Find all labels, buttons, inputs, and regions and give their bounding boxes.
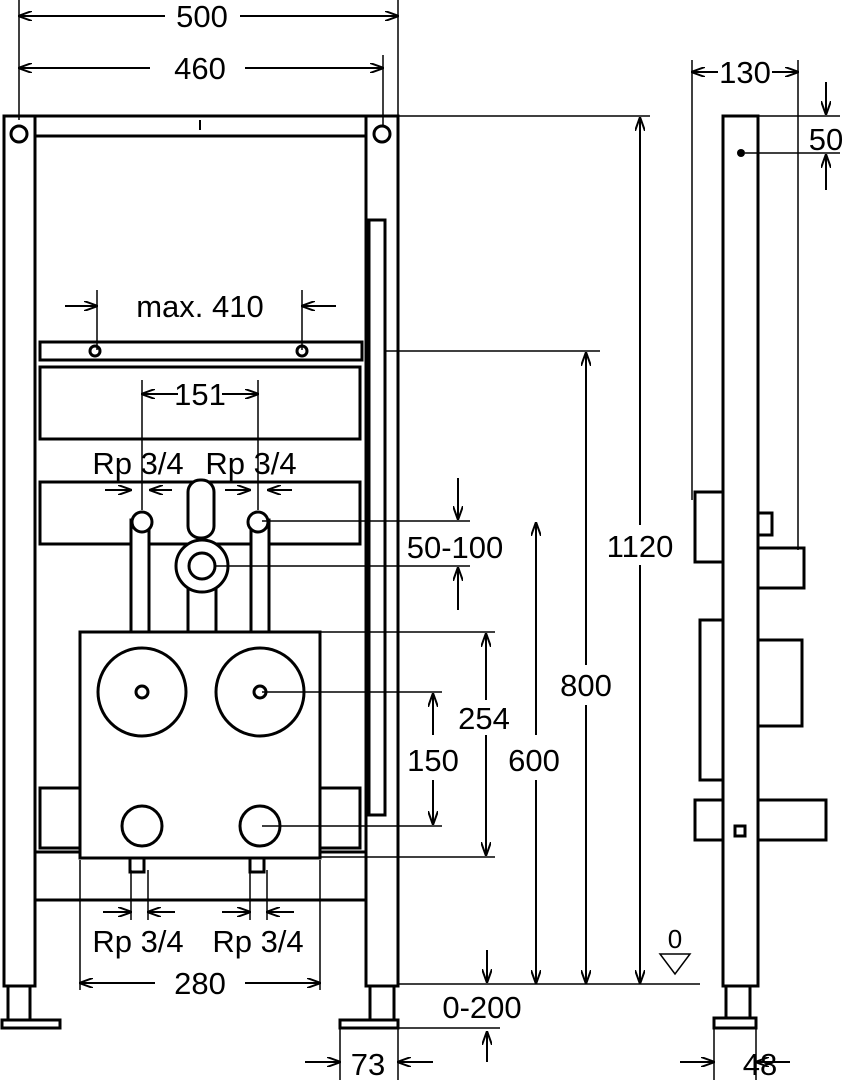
label-rp-top-left: Rp 3/4 bbox=[92, 446, 183, 481]
dim-50-100: 50-100 bbox=[407, 530, 504, 565]
label-rp-top-right: Rp 3/4 bbox=[205, 446, 296, 481]
dim-1120: 1120 bbox=[607, 529, 674, 564]
crossbar-top bbox=[38, 340, 364, 362]
dim-500: 500 bbox=[176, 0, 228, 34]
dim-280: 280 bbox=[174, 966, 226, 1001]
floor-level-marker-icon bbox=[658, 953, 692, 976]
label-rp-bottom-right: Rp 3/4 bbox=[212, 924, 303, 959]
dim-460: 460 bbox=[174, 51, 226, 86]
label-rp-bottom-left: Rp 3/4 bbox=[92, 924, 183, 959]
dim-48: 48 bbox=[743, 1047, 777, 1080]
floor-level-label: 0 bbox=[668, 924, 682, 954]
crossbar-bottom bbox=[33, 850, 368, 902]
dim-max-410: max. 410 bbox=[136, 289, 264, 324]
side-post bbox=[721, 114, 760, 988]
dim-150: 150 bbox=[407, 743, 459, 778]
dim-600: 600 bbox=[508, 743, 560, 778]
front-dimensions: 500 460 max. 410 151 Rp 3/4 Rp 3/4 50-10… bbox=[19, 0, 700, 1080]
left-post bbox=[2, 114, 37, 988]
dim-800: 800 bbox=[560, 668, 612, 703]
side-view: 130 50 48 bbox=[680, 55, 843, 1080]
front-frame bbox=[0, 114, 400, 1030]
height-scale bbox=[367, 218, 387, 817]
dim-254: 254 bbox=[458, 701, 510, 736]
crossbar-2 bbox=[38, 365, 362, 441]
dim-50: 50 bbox=[809, 122, 843, 157]
dim-151: 151 bbox=[174, 377, 226, 412]
dim-130: 130 bbox=[719, 55, 771, 90]
dim-0-200: 0-200 bbox=[442, 990, 521, 1025]
dim-73: 73 bbox=[351, 1047, 385, 1080]
